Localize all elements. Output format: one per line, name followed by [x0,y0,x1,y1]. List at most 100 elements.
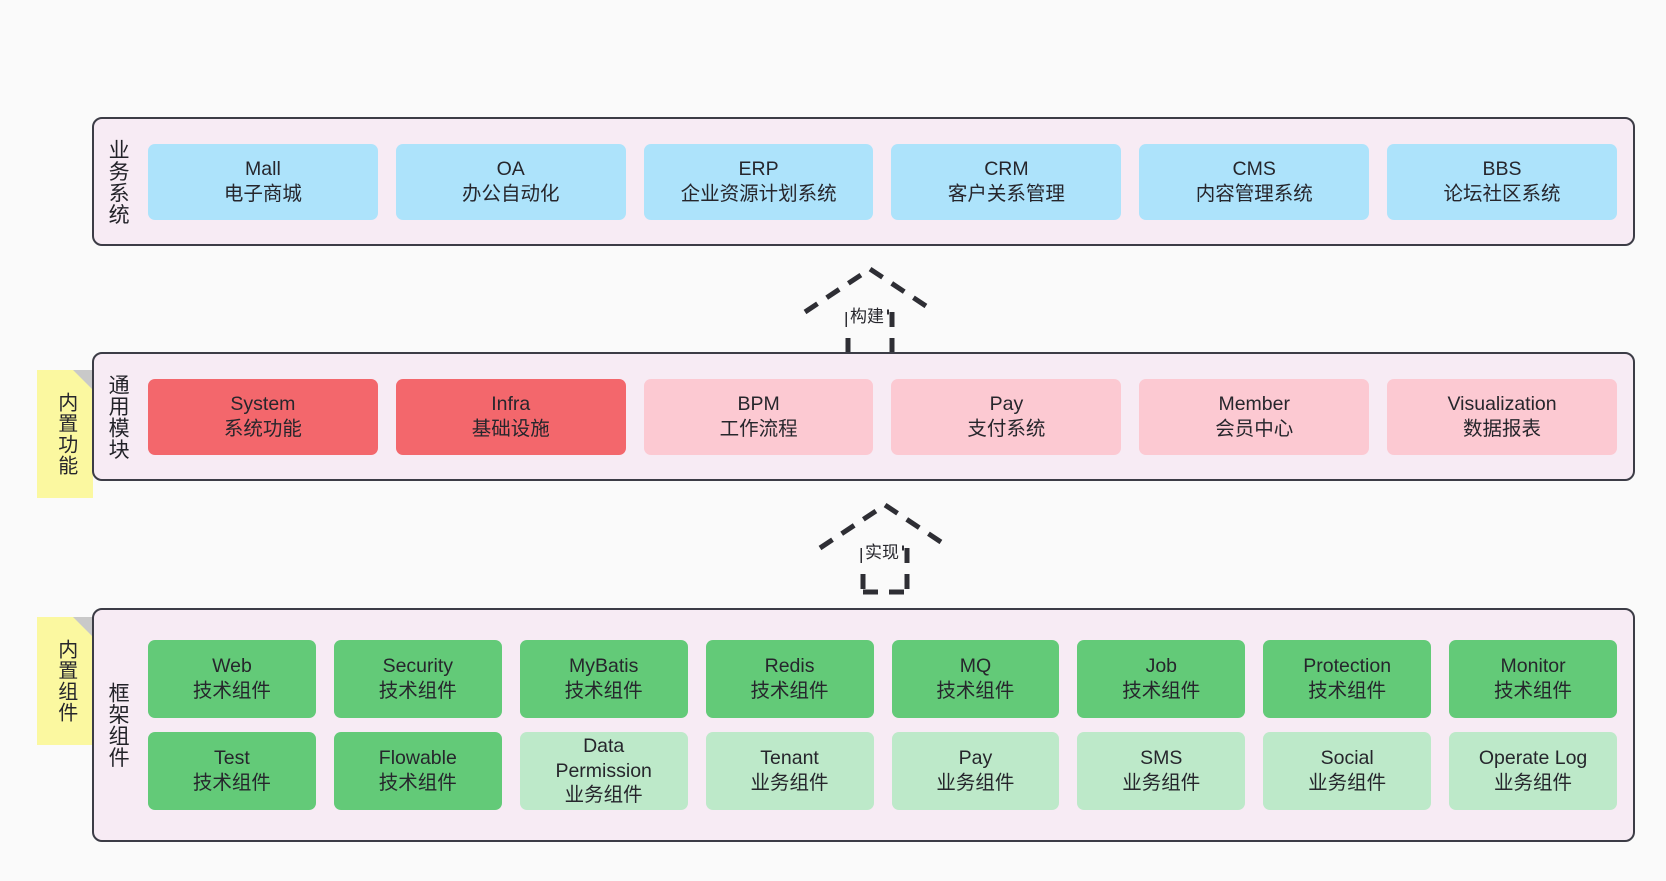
card-subtitle: 技术组件 [192,680,271,702]
card-subtitle: 基础设施 [471,417,550,440]
card-subtitle: 数据报表 [1463,417,1542,440]
card-subtitle: 支付系统 [967,417,1046,440]
card-title: Redis [764,655,815,678]
layer-framework-components: 框架组件 Web 技术组件 Security 技术组件 MyBatis 技术组件… [92,608,1635,842]
card-crm[interactable]: CRM 客户关系管理 [891,143,1122,220]
card-title: BBS [1482,157,1522,180]
card-subtitle: 系统功能 [223,417,302,440]
card-row: System 系统功能 Infra 基础设施 BPM 工作流程 Pay 支付系统… [148,378,1617,455]
layer-title-business-systems: 业务系统 [106,138,130,225]
card-data-permission[interactable]: Data Permission 业务组件 [519,732,688,810]
card-subtitle: 业务组件 [1122,772,1201,794]
card-operate-log[interactable]: Operate Log 业务组件 [1449,732,1617,810]
card-flowable[interactable]: Flowable 技术组件 [333,732,502,810]
card-redis[interactable]: Redis 技术组件 [705,640,874,718]
card-social[interactable]: Social 业务组件 [1263,732,1432,810]
card-title: Job [1145,655,1178,678]
card-tenant[interactable]: Tenant 业务组件 [705,732,874,810]
card-visualization[interactable]: Visualization 数据报表 [1387,378,1617,455]
layer-body-common-modules: System 系统功能 Infra 基础设施 BPM 工作流程 Pay 支付系统… [140,354,1633,479]
layer-title-common-modules: 通用模块 [106,373,130,460]
card-title: CMS [1232,157,1276,180]
card-title: Member [1218,392,1290,415]
card-subtitle: 技术组件 [750,680,829,702]
card-bbs[interactable]: BBS 论坛社区系统 [1387,143,1617,220]
card-job[interactable]: Job 技术组件 [1077,640,1246,718]
card-subtitle: 业务组件 [564,784,643,807]
card-title: ERP [738,157,779,180]
card-subtitle: 技术组件 [378,772,457,794]
card-cms[interactable]: CMS 内容管理系统 [1139,143,1370,220]
connector-label-build: 构建 [847,302,887,327]
card-monitor[interactable]: Monitor 技术组件 [1449,640,1617,718]
card-title: Infra [491,392,531,415]
card-subtitle: 内容管理系统 [1195,182,1313,205]
card-title: OA [496,157,525,180]
card-title: Protection [1303,655,1392,678]
card-subtitle: 技术组件 [564,680,643,702]
card-title: Flowable [378,747,457,770]
card-subtitle: 业务组件 [1308,772,1387,794]
sticky-note-label: 内置组件 [54,639,77,723]
card-row: Mall 电子商城 OA 办公自动化 ERP 企业资源计划系统 CRM 客户关系… [148,143,1617,220]
sticky-note-builtin-features: 内置功能 [37,370,93,498]
card-title: Operate Log [1478,747,1588,770]
note-fold-corner-icon [73,617,93,637]
card-title: Test [214,747,250,770]
card-subtitle: 论坛社区系统 [1443,182,1561,205]
card-infra[interactable]: Infra 基础设施 [395,378,626,455]
card-protection[interactable]: Protection 技术组件 [1263,640,1432,718]
card-bpm[interactable]: BPM 工作流程 [643,378,874,455]
card-subtitle: 电子商城 [223,182,302,205]
layer-body-business-systems: Mall 电子商城 OA 办公自动化 ERP 企业资源计划系统 CRM 客户关系… [140,119,1633,244]
card-subtitle: 技术组件 [936,680,1015,702]
card-subtitle: 办公自动化 [461,182,560,205]
sticky-note-builtin-components: 内置组件 [37,617,93,745]
card-subtitle: 技术组件 [1494,680,1573,702]
connector-label-implement: 实现 [862,538,902,563]
card-subtitle: 技术组件 [192,772,271,794]
connector-build: 构建 [795,264,945,359]
card-title: Web [212,655,252,678]
card-oa[interactable]: OA 办公自动化 [395,143,626,220]
layer-title-framework-components: 框架组件 [106,682,130,768]
card-subtitle: 技术组件 [1308,680,1387,702]
card-member[interactable]: Member 会员中心 [1139,378,1370,455]
card-title: Data Permission [555,734,652,782]
card-title: BPM [737,392,780,415]
card-web[interactable]: Web 技术组件 [148,640,316,718]
card-subtitle: 业务组件 [1494,772,1573,794]
card-row: Test 技术组件 Flowable 技术组件 Data Permission … [148,732,1617,810]
card-subtitle: 工作流程 [719,417,798,440]
card-title: Security [382,655,454,678]
card-mybatis[interactable]: MyBatis 技术组件 [519,640,688,718]
card-subtitle: 客户关系管理 [947,182,1065,205]
card-sms[interactable]: SMS 业务组件 [1077,732,1246,810]
card-pay-component[interactable]: Pay 业务组件 [891,732,1060,810]
card-erp[interactable]: ERP 企业资源计划系统 [643,143,874,220]
card-security[interactable]: Security 技术组件 [333,640,502,718]
card-subtitle: 业务组件 [936,772,1015,794]
card-subtitle: 会员中心 [1215,417,1294,440]
card-pay[interactable]: Pay 支付系统 [891,378,1122,455]
card-subtitle: 技术组件 [1122,680,1201,702]
card-mall[interactable]: Mall 电子商城 [148,143,378,220]
note-fold-corner-icon [73,370,93,390]
card-title: Monitor [1500,655,1566,678]
layer-body-framework-components: Web 技术组件 Security 技术组件 MyBatis 技术组件 Redi… [140,610,1633,840]
sticky-note-label: 内置功能 [54,392,77,476]
card-subtitle: 技术组件 [378,680,457,702]
layer-business-systems: 业务系统 Mall 电子商城 OA 办公自动化 ERP 企业资源计划系统 CRM… [92,117,1635,246]
card-test[interactable]: Test 技术组件 [148,732,316,810]
connector-implement: 实现 [810,500,960,595]
card-title: Mall [245,157,281,180]
card-subtitle: 业务组件 [750,772,829,794]
card-title: Pay [958,747,993,770]
card-title: MyBatis [569,655,639,678]
card-mq[interactable]: MQ 技术组件 [891,640,1060,718]
card-title: MQ [959,655,992,678]
card-title: CRM [984,157,1029,180]
card-system[interactable]: System 系统功能 [148,378,378,455]
layer-common-modules: 通用模块 System 系统功能 Infra 基础设施 BPM 工作流程 Pay… [92,352,1635,481]
